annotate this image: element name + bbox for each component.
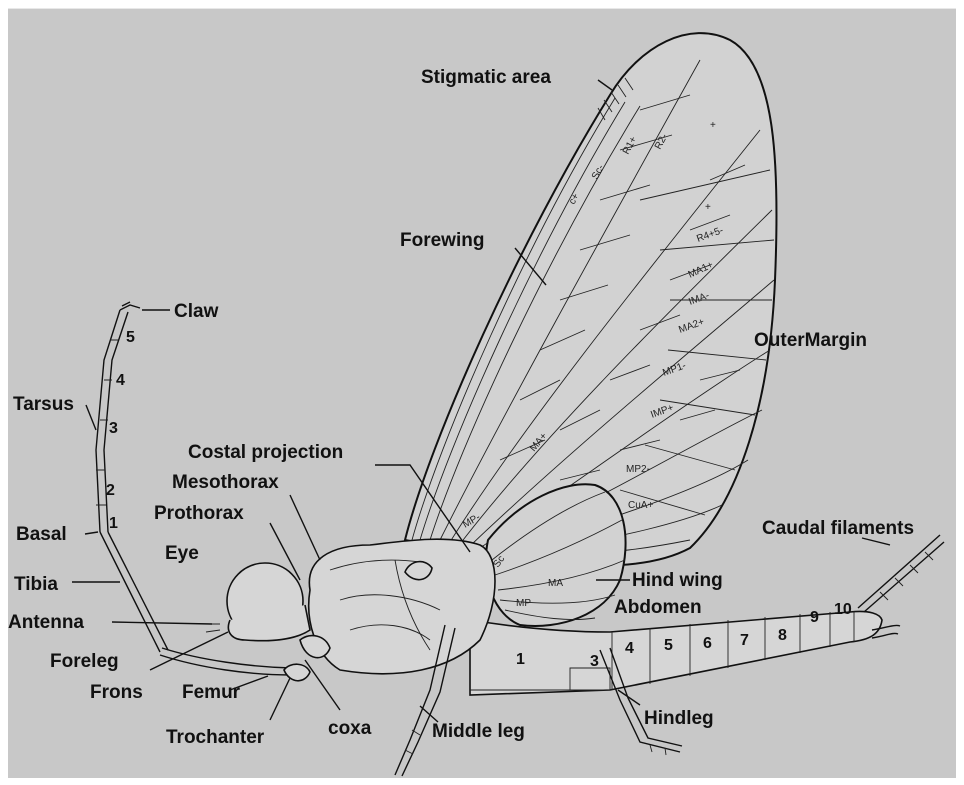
label-prothorax: Prothorax xyxy=(154,503,244,524)
label-forewing: Forewing xyxy=(400,230,484,251)
abdominal-segment-5: 5 xyxy=(664,637,673,654)
abdominal-segment-7: 7 xyxy=(740,632,749,649)
vein-label-plus2: + xyxy=(705,202,711,213)
label-abdomen: Abdomen xyxy=(614,597,702,618)
label-basal: Basal xyxy=(16,524,67,545)
label-foreleg: Foreleg xyxy=(50,651,119,672)
label-antenna: Antenna xyxy=(8,612,84,633)
abdominal-segment-9: 9 xyxy=(810,609,819,626)
thorax xyxy=(309,539,495,674)
label-frons: Frons xyxy=(90,682,143,703)
label-eye: Eye xyxy=(165,543,199,564)
label-hindleg: Hindleg xyxy=(644,708,714,729)
abdominal-segment-3: 3 xyxy=(590,653,599,670)
label-trochanter: Trochanter xyxy=(166,727,265,748)
label-costal-projection: Costal projection xyxy=(188,442,343,463)
label-tibia: Tibia xyxy=(14,574,58,595)
label-stigmatic-area: Stigmatic area xyxy=(421,67,551,88)
abdominal-segment-8: 8 xyxy=(778,627,787,644)
tarsal-segment-1: 1 xyxy=(109,515,118,532)
tarsal-segment-3: 3 xyxy=(109,420,118,437)
vein-label-plus: + xyxy=(710,120,716,131)
abdominal-segment-6: 6 xyxy=(703,635,712,652)
tarsal-segment-5: 5 xyxy=(126,329,135,346)
label-mesothorax: Mesothorax xyxy=(172,472,279,493)
head xyxy=(206,563,310,641)
tarsal-segment-2: 2 xyxy=(106,482,115,499)
abdominal-segment-4: 4 xyxy=(625,640,634,657)
abdominal-segment-1: 1 xyxy=(516,651,525,668)
vein-label-mp2: MP2- xyxy=(626,464,650,475)
label-outer-margin: OuterMargin xyxy=(754,330,867,351)
hindwing-vein-mp: MP xyxy=(516,598,531,609)
label-caudal-filaments: Caudal filaments xyxy=(762,518,914,539)
label-middle-leg: Middle leg xyxy=(432,721,525,742)
label-femur: Femur xyxy=(182,682,241,703)
label-coxa: coxa xyxy=(328,718,372,739)
tarsal-segment-4: 4 xyxy=(116,372,125,389)
abdominal-segment-10: 10 xyxy=(834,601,852,618)
vein-label-cua: CuA+ xyxy=(628,500,653,511)
label-tarsus: Tarsus xyxy=(13,394,74,415)
label-hind-wing: Hind wing xyxy=(632,570,723,591)
label-claw: Claw xyxy=(174,301,219,322)
hindwing-vein-ma: MA xyxy=(548,578,563,589)
